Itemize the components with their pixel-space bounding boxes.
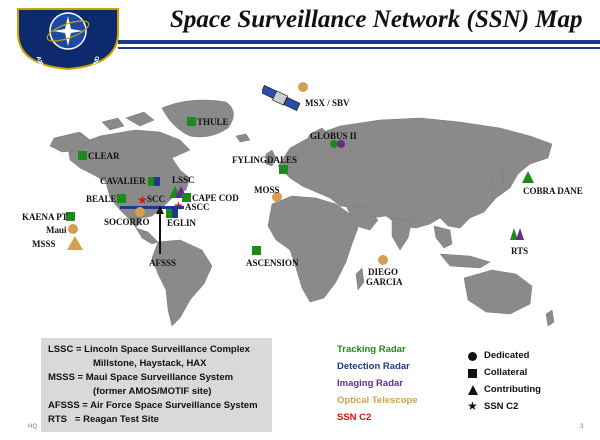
rts-marker-a — [510, 228, 518, 240]
abbreviation-legend: LSSC = Lincoln Space Surveillance Comple… — [41, 338, 272, 432]
beale-marker — [117, 194, 126, 203]
moss-marker — [272, 192, 282, 202]
rts-marker-b — [516, 228, 524, 240]
afsss-arrow-shaft — [159, 212, 161, 254]
shape-label: Collateral — [484, 367, 528, 378]
site-label: SOCORRO — [104, 217, 150, 227]
site-label: KAENA PT — [22, 212, 68, 222]
title-rule-thin — [118, 47, 600, 49]
globus-marker-b — [337, 140, 345, 148]
sensor-type-detection: Detection Radar — [337, 361, 410, 372]
square-icon — [468, 369, 477, 378]
site-label: Maui — [46, 225, 67, 235]
abbrev-line: LSSC = Lincoln Space Surveillance Comple… — [48, 344, 250, 355]
site-label: BEALE — [86, 194, 117, 204]
footer-left: HQ — [28, 424, 37, 430]
site-label: RTS — [511, 246, 529, 256]
site-label: FYLINGDALES — [232, 155, 298, 165]
site-label: MOSS — [254, 185, 280, 195]
site-label: THULE — [197, 117, 229, 127]
abbrev-line: AFSSS = Air Force Space Surveillance Sys… — [48, 400, 258, 411]
abbrev-line: RTS = Reagan Test Site — [48, 414, 159, 425]
scc-star-icon: ★ — [137, 193, 148, 207]
shape-label: SSN C2 — [484, 401, 519, 412]
sensor-type-optical: Optical Telescope — [337, 395, 418, 406]
site-label: GLOBUS II — [310, 131, 357, 141]
site-label: CLEAR — [88, 151, 120, 161]
ascension-marker — [252, 246, 261, 255]
star-icon: ★ — [467, 399, 478, 413]
shape-label: Dedicated — [484, 350, 530, 361]
fylingdales-marker — [279, 165, 288, 174]
title-rule — [118, 40, 600, 44]
socorro-marker — [135, 207, 145, 217]
sensor-type-imaging: Imaging Radar — [337, 378, 403, 389]
site-label: MSX / SBV — [305, 98, 350, 108]
eglin-marker-a — [166, 209, 175, 218]
cape-cod-marker — [182, 193, 191, 202]
site-label: CAPE COD — [192, 193, 239, 203]
title-bar: Space Surveillance Network (SSN) Map — [0, 0, 600, 60]
site-label: CAVALIER — [100, 176, 146, 186]
msx-sbv-marker — [298, 82, 308, 92]
diego-garcia-marker — [378, 255, 388, 265]
eglin-marker-b — [172, 209, 178, 218]
msss-marker — [67, 236, 83, 250]
kaena-pt-marker — [66, 212, 75, 221]
site-label: MSSS — [32, 239, 56, 249]
satellite-icon — [262, 85, 300, 111]
site-label: DIEGO — [368, 267, 399, 277]
globus-marker-a — [330, 140, 338, 148]
site-label: AFSSS — [149, 258, 177, 268]
cavalier-marker-b — [154, 177, 160, 186]
world-map — [49, 99, 555, 327]
triangle-icon — [468, 385, 478, 395]
site-label: SCC — [147, 194, 166, 204]
sensor-type-c2: SSN C2 — [337, 412, 372, 423]
clear-marker — [78, 151, 87, 160]
site-label: LSSC — [172, 175, 195, 185]
shape-label: Contributing — [484, 384, 541, 395]
maui-marker — [68, 224, 78, 234]
site-label: ASCENSION — [246, 258, 299, 268]
sensor-type-tracking: Tracking Radar — [337, 344, 406, 355]
site-label: EGLIN — [167, 218, 197, 228]
page-title: Space Surveillance Network (SSN) Map — [170, 6, 583, 33]
circle-icon — [468, 352, 477, 361]
abbrev-line: MSSS = Maui Space Surveillance System — [48, 372, 234, 383]
abbrev-line: (former AMOS/MOTIF site) — [93, 386, 212, 397]
page-number: 3 — [580, 424, 584, 430]
thule-marker — [187, 117, 196, 126]
site-label: ASCC — [185, 202, 210, 212]
cobra-dane-marker — [522, 171, 534, 183]
abbrev-line: Millstone, Haystack, HAX — [93, 358, 207, 369]
afsss-fence-line — [120, 206, 184, 209]
afsss-arrow-head-icon — [156, 206, 164, 214]
afspc-emblem-icon: AIR FORCE SPACE COMMAND — [17, 8, 119, 71]
cavalier-marker-a — [148, 177, 157, 186]
site-label: GARCIA — [366, 277, 403, 287]
site-label: COBRA DANE — [523, 186, 583, 196]
